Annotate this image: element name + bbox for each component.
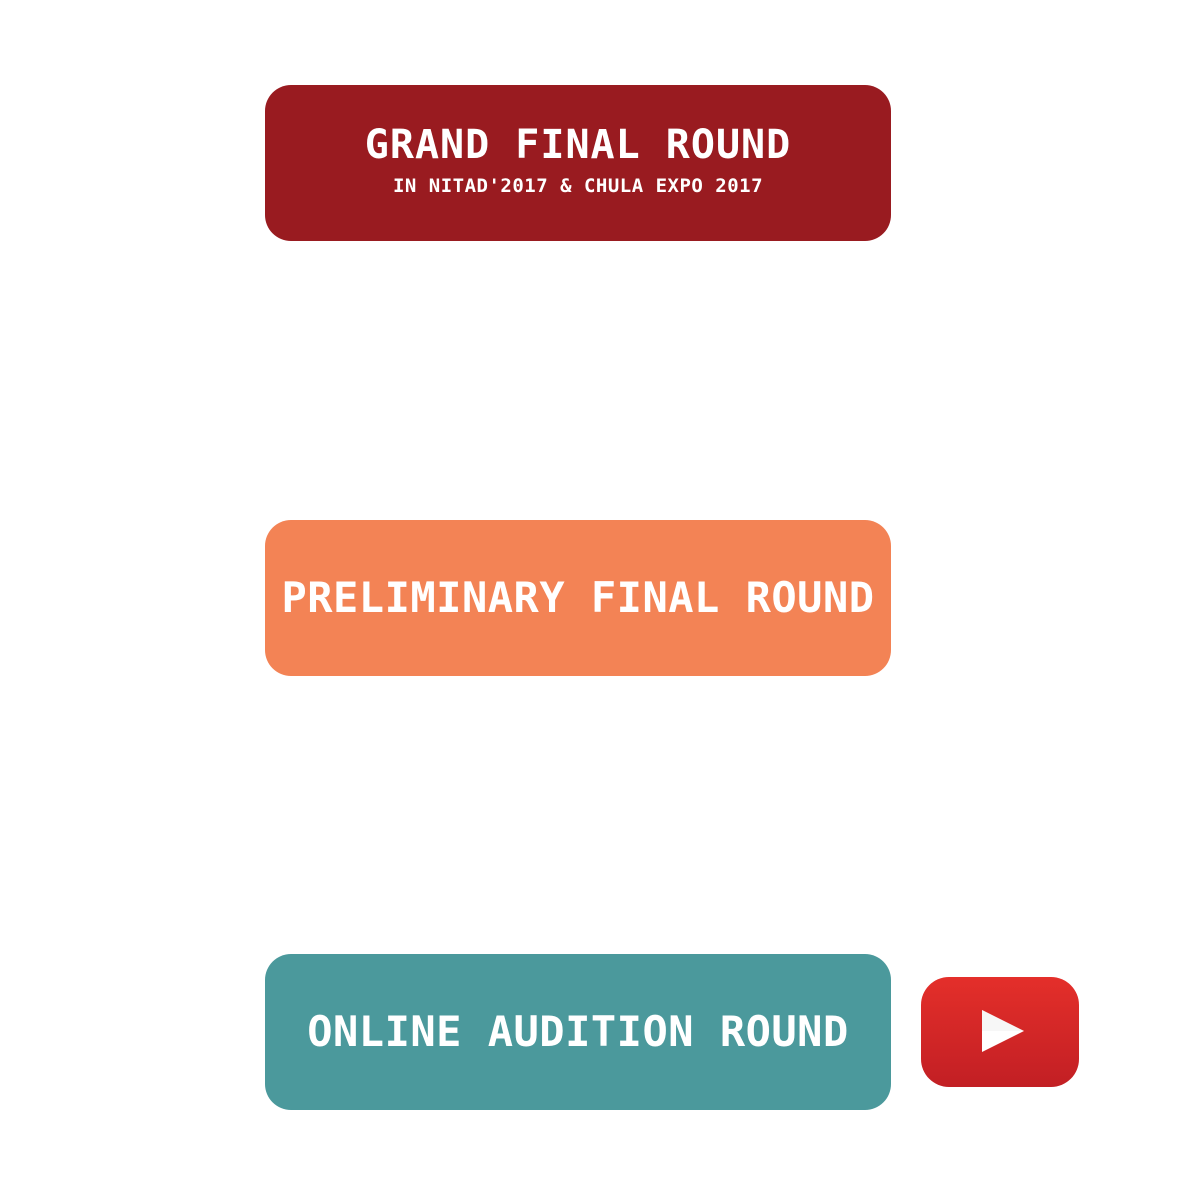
grand-final-round-subtitle: In NITAD'2017 & Chula Expo 2017 [392,174,764,197]
youtube-play-icon-graphic [921,977,1079,1087]
youtube-play-icon[interactable] [920,976,1080,1088]
preliminary-final-round-title: Preliminary Final Round [281,573,875,622]
grand-final-round-title: Grand Final Round [364,121,792,168]
grand-final-round-button[interactable]: Grand Final Round In NITAD'2017 & Chula … [265,85,891,241]
online-audition-round-button[interactable]: Online Audition Round [265,954,891,1110]
preliminary-final-round-button[interactable]: Preliminary Final Round [265,520,891,676]
online-audition-round-title: Online Audition Round [307,1007,849,1056]
